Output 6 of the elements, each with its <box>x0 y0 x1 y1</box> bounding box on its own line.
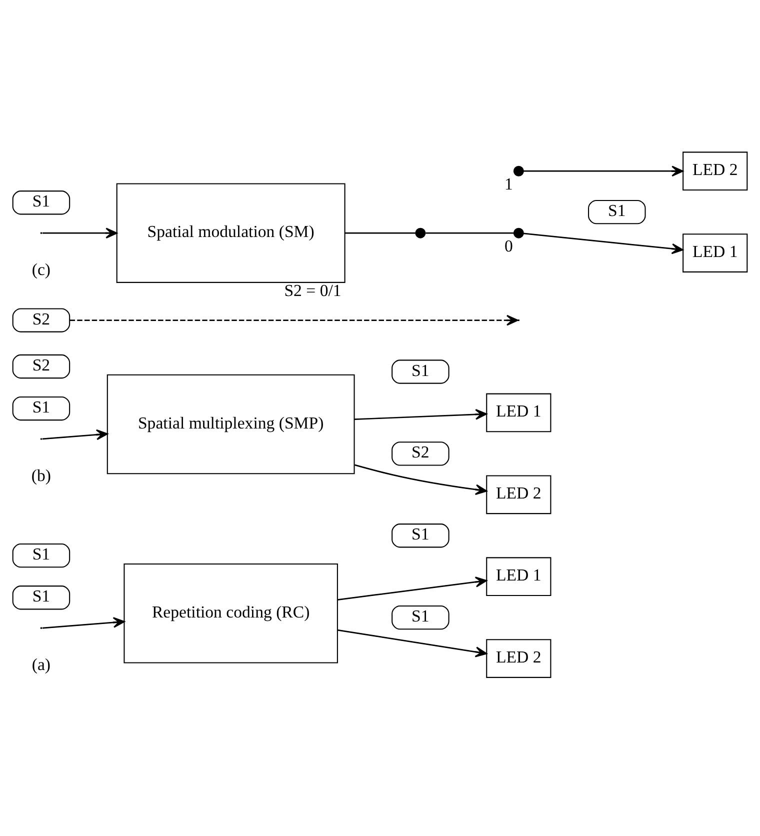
label: (b) <box>31 465 52 484</box>
label: (a) <box>32 654 51 674</box>
node-label: S2 = 0/1 <box>284 280 342 300</box>
node-label: 1 <box>504 174 513 193</box>
node-label: 0 <box>504 236 513 255</box>
label: (c) <box>32 259 51 278</box>
